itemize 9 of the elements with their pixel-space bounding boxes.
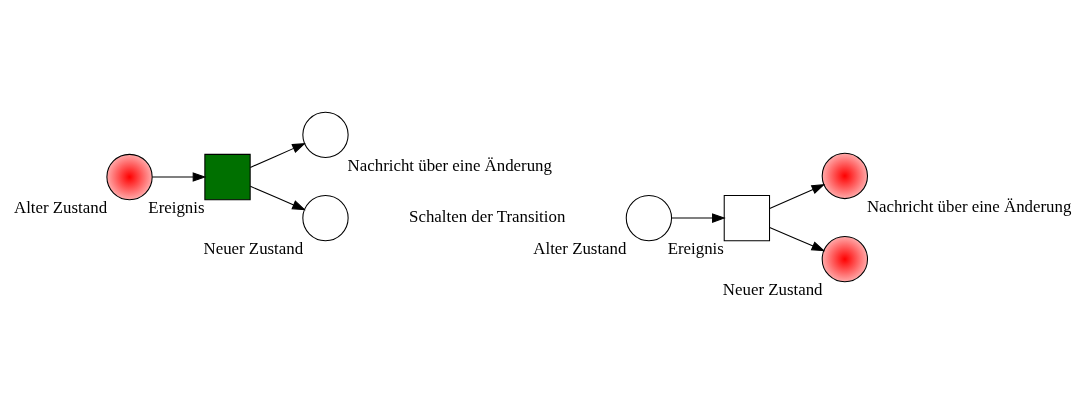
node-label: Ereignis [667,239,724,259]
node-label: Neuer Zustand [203,239,304,259]
node-label: Neuer Zustand [722,280,823,300]
node-label: Alter Zustand [13,198,108,218]
node-label: Nachricht über eine Änderung [866,197,1072,217]
node-label: Alter Zustand [533,239,627,259]
node-label: Nachricht über eine Änderung [347,156,552,175]
node-label: Ereignis [148,198,205,218]
label: Schalten der Transition [409,207,566,227]
